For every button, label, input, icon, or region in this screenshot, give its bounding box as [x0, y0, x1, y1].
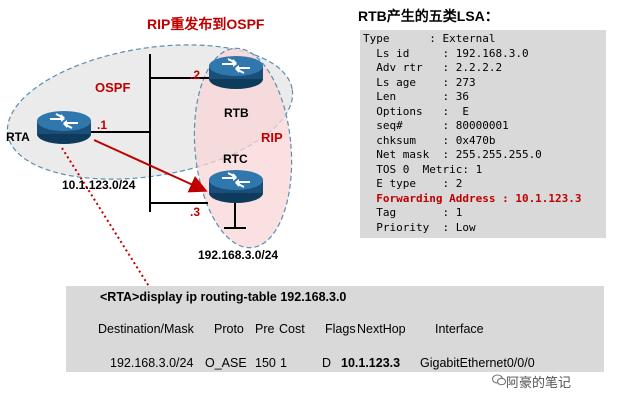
header-pre: Pre [255, 322, 275, 336]
router-icon-rta [36, 110, 92, 145]
header-interface: Interface [435, 322, 484, 336]
cell-cost: 1 [280, 356, 287, 370]
watermark: 阿豪的笔记 [506, 375, 572, 390]
cell-nexthop: 10.1.123.3 [341, 356, 401, 370]
lsa-title: RTB产生的五类LSA： [358, 8, 499, 24]
port-rta: .1 [97, 118, 108, 132]
lsa-line: Net mask : 255.255.255.0 [363, 148, 542, 161]
command-line: <RTA>display ip routing-table 192.168.3.… [100, 290, 347, 304]
port-rtc: .3 [190, 205, 201, 219]
lsa-line: Type : External [363, 32, 496, 45]
header-nexthop: NextHop [357, 322, 406, 336]
routing-table-panel: <RTA>display ip routing-table 192.168.3.… [66, 286, 604, 372]
router-icon-rtc [208, 169, 264, 204]
cell-flags: D [322, 356, 332, 370]
cell-proto: O_ASE [205, 356, 247, 370]
forwarding-arrow [93, 139, 208, 193]
lsa-line: seq# : 80000001 [363, 119, 509, 132]
lsa-line: Adv rtr : 2.2.2.2 [363, 61, 503, 74]
cell-interface: GigabitEthernet0/0/0 [420, 356, 535, 370]
rtc-label: RTC [223, 152, 248, 166]
port-rtb: .2 [190, 68, 201, 82]
cell-destination: 192.168.3.0/24 [110, 356, 194, 370]
rip-label: RIP [261, 130, 283, 145]
lsa-line: chksum : 0x470b [363, 133, 496, 147]
lsa-line: Ls id : 192.168.3.0 [363, 46, 529, 60]
cell-pre: 150 [255, 356, 276, 370]
header-destination: Destination/Mask [98, 322, 194, 336]
lsa-line: TOS 0 Metric: 1 [363, 162, 483, 176]
lsa-line: E type : 2 [363, 177, 463, 190]
lsa-line: Options : E [363, 104, 469, 118]
lsa-line: Tag : 1 [363, 206, 463, 219]
rta-label: RTA [6, 130, 30, 144]
diagram-title: RIP重发布到OSPF [147, 16, 265, 32]
lsa-line-forwarding-address: Forwarding Address : 10.1.123.3 [363, 191, 582, 205]
network-segment-label: 10.1.123.0/24 [62, 178, 136, 192]
wechat-icon [492, 374, 506, 386]
header-cost: Cost [279, 322, 305, 336]
header-flags: Flags [325, 322, 356, 336]
rtc-network-label: 192.168.3.0/24 [198, 248, 279, 262]
ospf-label: OSPF [95, 80, 131, 95]
rtb-label: RTB [224, 106, 249, 120]
lsa-panel: Type : External Ls id : 192.168.3.0 Adv … [360, 30, 606, 238]
lsa-line: Len : 36 [363, 90, 469, 103]
header-proto: Proto [214, 322, 244, 336]
router-icon-rtb [208, 55, 264, 90]
lsa-line: Priority : Low [363, 220, 476, 234]
lsa-line: Ls age : 273 [363, 75, 476, 89]
